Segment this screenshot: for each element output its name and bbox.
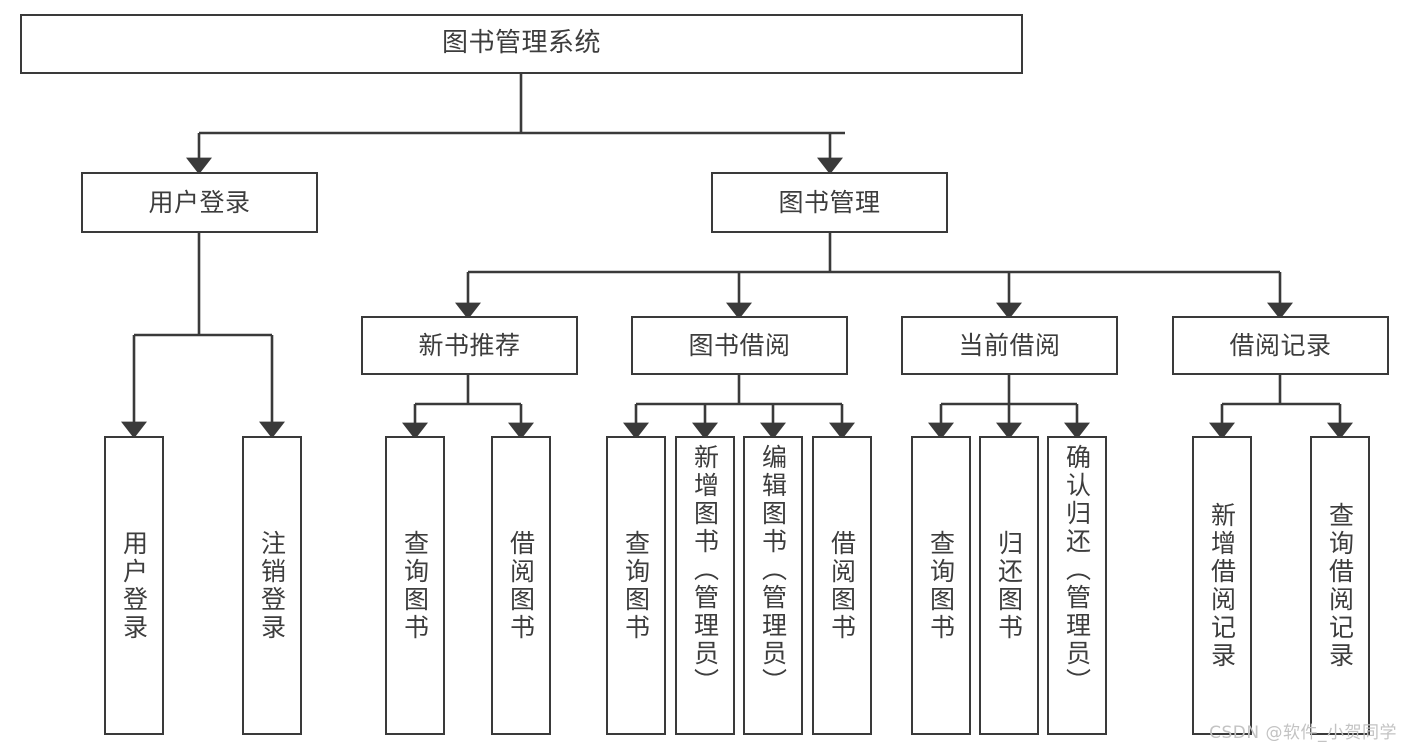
node-label: 借阅记录 [1229,330,1332,360]
node-user-login[interactable]: 用户登录 [81,172,318,233]
node-label: 确认归还（管理员） [1062,444,1092,696]
leaf-return-book[interactable]: 归还图书 [979,436,1039,735]
node-label: 新书推荐 [418,330,521,360]
node-label: 新增借阅记录 [1207,501,1237,670]
node-label: 用户登录 [148,187,251,217]
node-current-borrow[interactable]: 当前借阅 [901,316,1118,375]
node-book-management[interactable]: 图书管理 [711,172,948,233]
node-label: 借阅图书 [506,529,536,642]
node-label: 图书借阅 [688,330,791,360]
node-label: 图书管理系统 [441,28,601,59]
node-label: 查询借阅记录 [1325,501,1355,670]
node-new-book-recommend[interactable]: 新书推荐 [361,316,578,375]
leaf-query-borrow-record[interactable]: 查询借阅记录 [1310,436,1370,735]
node-book-borrow[interactable]: 图书借阅 [631,316,848,375]
leaf-query-book-borrow[interactable]: 查询图书 [606,436,666,735]
leaf-borrow-book[interactable]: 借阅图书 [812,436,872,735]
node-label: 查询图书 [926,529,956,642]
node-label: 用户登录 [119,529,149,642]
node-label: 借阅图书 [827,529,857,642]
node-label: 当前借阅 [958,330,1061,360]
node-label: 注销登录 [257,529,287,642]
node-label: 归还图书 [994,529,1024,642]
leaf-query-book-recommend[interactable]: 查询图书 [385,436,445,735]
leaf-add-borrow-record[interactable]: 新增借阅记录 [1192,436,1252,735]
leaf-logout[interactable]: 注销登录 [242,436,302,735]
leaf-query-book-current[interactable]: 查询图书 [911,436,971,735]
leaf-confirm-return-admin[interactable]: 确认归还（管理员） [1047,436,1107,735]
node-label: 查询图书 [621,529,651,642]
node-label: 新增图书（管理员） [690,444,720,696]
watermark-text: CSDN @软件_小贺同学 [1209,723,1397,743]
leaf-add-book-admin[interactable]: 新增图书（管理员） [675,436,735,735]
node-label: 图书管理 [778,187,881,217]
node-label: 查询图书 [400,529,430,642]
leaf-edit-book-admin[interactable]: 编辑图书（管理员） [743,436,803,735]
leaf-user-login[interactable]: 用户登录 [104,436,164,735]
node-label: 编辑图书（管理员） [758,444,788,696]
leaf-borrow-book-recommend[interactable]: 借阅图书 [491,436,551,735]
node-borrow-record[interactable]: 借阅记录 [1172,316,1389,375]
node-root-system[interactable]: 图书管理系统 [20,14,1023,74]
